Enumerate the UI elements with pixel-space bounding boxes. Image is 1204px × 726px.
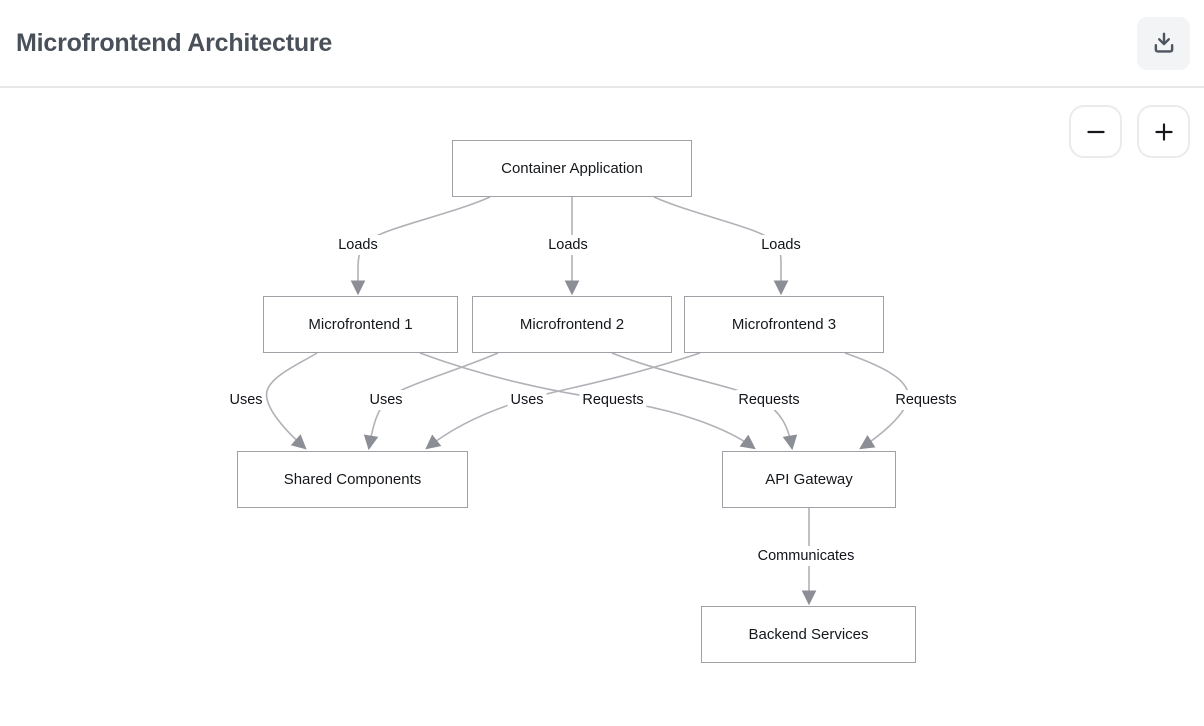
- node-container-application[interactable]: Container Application: [452, 140, 692, 197]
- download-button[interactable]: [1137, 16, 1190, 70]
- zoom-out-button[interactable]: [1069, 105, 1122, 158]
- node-microfrontend-3[interactable]: Microfrontend 3: [684, 296, 884, 353]
- node-api-gateway[interactable]: API Gateway: [722, 451, 896, 508]
- node-label: Microfrontend 3: [731, 316, 837, 333]
- page-title: Microfrontend Architecture: [16, 28, 333, 57]
- node-shared-components[interactable]: Shared Components: [237, 451, 468, 508]
- node-label: Microfrontend 1: [308, 316, 413, 333]
- edge-label-uses-1: Uses: [226, 390, 266, 410]
- edge-label-loads-2: Loads: [545, 235, 591, 255]
- node-label: Container Application: [501, 160, 643, 177]
- edge-label-requests-3: Requests: [892, 390, 960, 410]
- edge-mf1-to-shared: [265, 352, 318, 450]
- zoom-in-button[interactable]: [1137, 105, 1190, 158]
- edge-label-requests-1: Requests: [579, 390, 647, 410]
- edge-label-loads-3: Loads: [758, 235, 804, 255]
- edge-label-communicates: Communicates: [754, 546, 858, 566]
- download-icon: [1154, 32, 1173, 53]
- edge-label-loads-1: Loads: [335, 235, 381, 255]
- minus-icon: [1086, 130, 1105, 133]
- app-header: Microfrontend Architecture: [0, 0, 1204, 88]
- node-label: Microfrontend 2: [519, 316, 625, 333]
- node-label: Backend Services: [748, 626, 869, 643]
- node-microfrontend-1[interactable]: Microfrontend 1: [263, 296, 458, 353]
- edge-label-uses-3: Uses: [507, 390, 547, 410]
- zoom-controls: [1069, 105, 1190, 158]
- edge-label-requests-2: Requests: [735, 390, 803, 410]
- edge-mf3-to-shared: [425, 352, 701, 450]
- node-label: API Gateway: [765, 471, 853, 488]
- node-backend-services[interactable]: Backend Services: [701, 606, 916, 663]
- plus-icon: [1154, 122, 1173, 141]
- node-label: Shared Components: [283, 471, 422, 488]
- diagram-canvas[interactable]: Container Application Microfrontend 1 Mi…: [0, 88, 1204, 726]
- node-microfrontend-2[interactable]: Microfrontend 2: [472, 296, 672, 353]
- edge-label-uses-2: Uses: [366, 390, 406, 410]
